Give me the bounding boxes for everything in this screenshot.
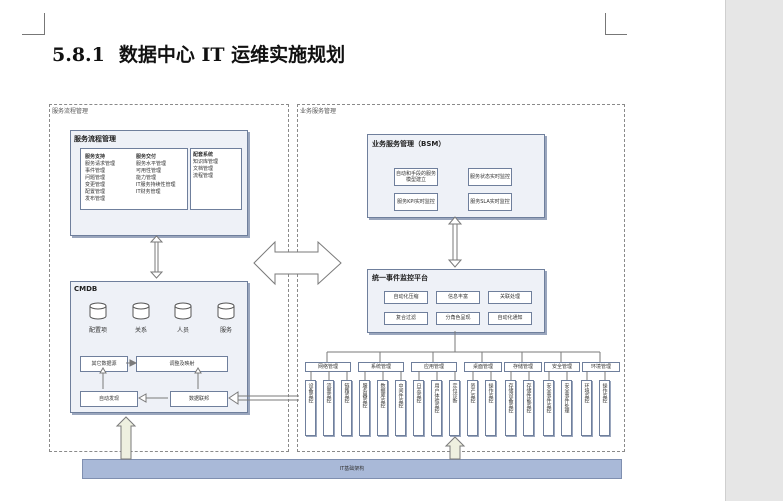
database-icon xyxy=(132,302,150,320)
category-environment: 环境管理 xyxy=(582,362,620,372)
auto-discovery-box: 自动发现 xyxy=(80,391,138,407)
bsm-item: 自动和手段的服务模型建立 xyxy=(394,168,438,186)
process-item: 变更管理 xyxy=(85,182,106,188)
event-platform-title: 统一事件监控平台 xyxy=(372,274,428,282)
cmdb-title: CMDB xyxy=(74,285,98,293)
database-icon xyxy=(89,302,107,320)
monitor-box: 流量监控 xyxy=(323,380,334,436)
monitor-box: 存储性能监控 xyxy=(523,380,534,436)
category-storage: 存储管理 xyxy=(504,362,542,372)
support-systems-column: 配套系统 知识库管理 文档管理 流程管理 xyxy=(193,152,218,180)
bsm-title: 业务服务管理（BSM） xyxy=(372,140,446,148)
diagram-connectors xyxy=(89,216,606,460)
business-service-region-label: 业务服务管理 xyxy=(300,108,337,115)
monitor-box: 数据库监控 xyxy=(377,380,388,436)
support-systems-head: 配套系统 xyxy=(193,152,214,158)
support-systems-box xyxy=(190,148,242,210)
category-application: 应用管理 xyxy=(411,362,457,372)
monitor-box: 资产监控 xyxy=(467,380,478,436)
process-item: 可用性管理 xyxy=(136,168,162,174)
monitor-box: 操作监控 xyxy=(485,380,496,436)
monitor-box: 用户体验监控 xyxy=(431,380,442,436)
coordination-box: 调整及映射 xyxy=(136,356,228,372)
process-item: 能力管理 xyxy=(136,175,157,181)
page-gutter xyxy=(725,0,783,501)
section-number: 5.8.1 xyxy=(52,44,105,66)
crop-mark xyxy=(605,13,606,35)
category-security: 安全管理 xyxy=(544,362,580,372)
service-delivery-column: 服务交付 服务水平管理 可用性管理 能力管理 IT服务持续性管理 IT财务管理 xyxy=(136,154,176,196)
process-item: 文档管理 xyxy=(193,166,214,172)
business-service-region xyxy=(297,104,625,452)
process-item: IT财务管理 xyxy=(136,189,161,195)
category-network: 网络管理 xyxy=(305,362,351,372)
event-item: 信息丰富 xyxy=(436,291,480,304)
process-item: 流程管理 xyxy=(193,173,214,179)
process-item: 知识库管理 xyxy=(193,159,219,165)
service-support-head: 服务支持 xyxy=(85,154,106,160)
bsm-item: 服务SLA实时监控 xyxy=(468,193,512,211)
monitor-box: 链路监控 xyxy=(341,380,352,436)
monitor-box: 设备监控 xyxy=(305,380,316,436)
database-icon xyxy=(217,302,235,320)
process-item: 发布管理 xyxy=(85,196,106,202)
crop-mark xyxy=(22,34,44,35)
bsm-item: 服务状态实时监控 xyxy=(468,168,512,186)
cylinder-label: 服务 xyxy=(219,327,232,334)
cylinder-label: 人员 xyxy=(176,327,189,334)
event-item: 自动化压缩 xyxy=(384,291,428,304)
process-inner-box xyxy=(80,148,188,210)
data-linkage-box: 数据联邦 xyxy=(170,391,228,407)
crop-mark xyxy=(44,13,45,35)
process-item: 服务水平管理 xyxy=(136,161,167,167)
monitor-box: 日志监控 xyxy=(413,380,424,436)
crop-mark xyxy=(605,34,627,35)
database-icon xyxy=(174,302,192,320)
event-item: 关联处理 xyxy=(488,291,532,304)
monitor-box: 服务器监控 xyxy=(359,380,370,436)
process-item: IT服务持续性管理 xyxy=(136,182,176,188)
monitor-box: 操作监控 xyxy=(599,380,610,436)
event-item: 分角色呈现 xyxy=(436,312,480,325)
section-title: 数据中心 IT 运维实施规划 xyxy=(118,44,346,66)
service-support-column: 服务支持 服务请求管理 事件管理 问题管理 变更管理 配置管理 发布管理 xyxy=(85,154,115,203)
monitor-box: 定位诊断 xyxy=(449,380,460,436)
process-item: 事件管理 xyxy=(85,168,106,174)
it-infrastructure-bar: IT基础架构 xyxy=(82,459,622,479)
event-item: 自动化通知 xyxy=(488,312,532,325)
double-arrow-icon xyxy=(253,240,342,286)
bsm-item: 服务KPI实时监控 xyxy=(394,193,438,211)
monitor-box: 存储设备监控 xyxy=(505,380,516,436)
event-item: 复合过滤 xyxy=(384,312,428,325)
category-desktop: 桌面管理 xyxy=(464,362,502,372)
monitor-box: 环境监控 xyxy=(581,380,592,436)
cylinder-label: 关系 xyxy=(134,327,147,334)
process-item: 问题管理 xyxy=(85,175,106,181)
cylinder-label: 配置项 xyxy=(88,327,107,334)
process-item: 配置管理 xyxy=(85,189,106,195)
up-arrow-icon xyxy=(444,436,466,460)
monitor-box: 中间件监控 xyxy=(395,380,406,436)
process-item: 服务请求管理 xyxy=(85,161,116,167)
category-system: 系统管理 xyxy=(358,362,404,372)
service-process-region xyxy=(49,104,289,452)
monitor-box: 安全事件监控 xyxy=(543,380,554,436)
service-process-title: 服务流程管理 xyxy=(74,135,116,143)
service-process-region-label: 服务流程管理 xyxy=(52,108,89,115)
service-delivery-head: 服务交付 xyxy=(136,154,157,160)
section-heading: 5.8.1 数据中心 IT 运维实施规划 xyxy=(52,40,345,67)
monitor-box: 安全事件处理 xyxy=(561,380,572,436)
up-arrow-icon xyxy=(115,416,137,460)
